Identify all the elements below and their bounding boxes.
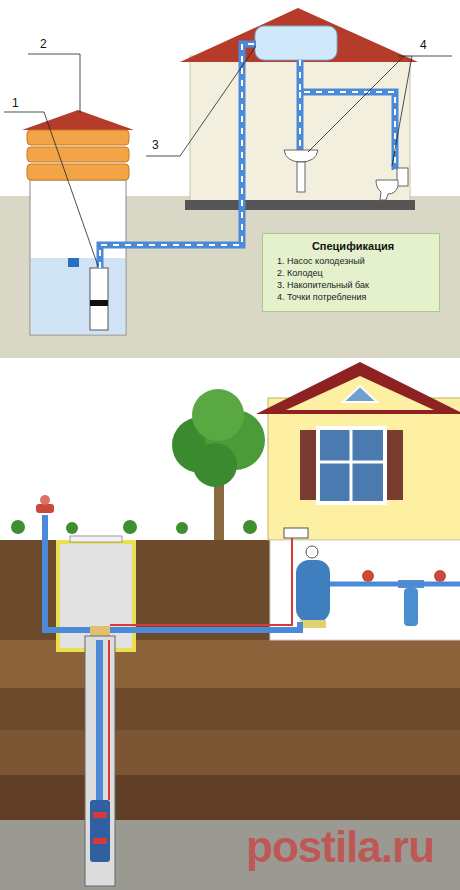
watermark: postila.ru: [246, 822, 434, 872]
sky: [0, 0, 460, 360]
spec-item: 3. Накопительный бак: [277, 279, 429, 291]
borehole: [85, 636, 115, 886]
specification-box: Спецификация 1. Насос колодезный2. Колоде…: [262, 233, 440, 312]
toilet: [376, 168, 408, 200]
faucet: [36, 495, 54, 513]
storage-tank: [255, 26, 337, 60]
spec-item: 4. Точки потребления: [277, 291, 429, 303]
callout-number: 4: [420, 38, 427, 52]
equipment: [284, 528, 446, 628]
pipes: [45, 515, 460, 640]
sink: [284, 150, 318, 192]
spec-item: 1. Насос колодезный: [277, 255, 429, 267]
tree: [172, 389, 265, 540]
callout-number: 3: [152, 138, 159, 152]
house: [180, 8, 418, 210]
house: [256, 362, 460, 640]
spec-item: 2. Колодец: [277, 267, 429, 279]
well-head: [90, 626, 110, 636]
callout-number: 1: [12, 96, 19, 110]
callout-number: 2: [40, 37, 47, 51]
well: [22, 110, 134, 335]
spec-heading: Спецификация: [277, 240, 429, 252]
